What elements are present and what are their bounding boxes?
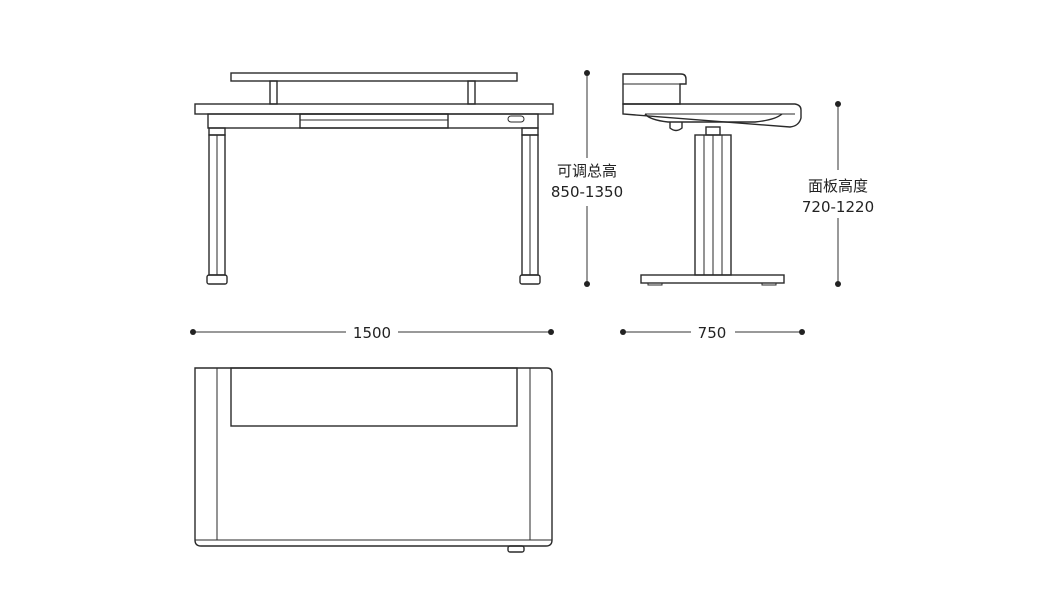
depth-label: 750 <box>698 324 727 342</box>
side-column-cap <box>705 126 721 136</box>
width-dot-left <box>190 329 196 335</box>
side-view <box>622 73 802 286</box>
side-base-pad-left <box>647 282 663 286</box>
total-height-range: 850-1350 <box>551 183 623 201</box>
front-frame-rail <box>207 113 539 129</box>
front-control-panel <box>507 115 525 123</box>
total-height-label-bg <box>552 158 624 206</box>
depth-dimension: 750 <box>620 320 805 342</box>
front-shelf-post-left <box>269 80 278 105</box>
front-shelf-post-right <box>467 80 476 105</box>
side-desktop <box>622 103 802 128</box>
side-base-pad-right <box>761 282 777 286</box>
width-label-bg <box>346 320 398 342</box>
width-dimension: 1500 <box>190 320 554 342</box>
top-control-panel <box>507 545 525 553</box>
side-knob <box>669 122 683 132</box>
front-drawer <box>299 113 449 129</box>
front-desktop <box>194 103 554 115</box>
top-shelf <box>230 367 518 427</box>
front-leg-joint-left <box>208 127 226 136</box>
panel-height-label-bg <box>801 170 875 218</box>
depth-dot-right <box>799 329 805 335</box>
panel-height-dimension: 面板高度 720-1220 <box>801 101 875 287</box>
total-height-dimension: 可调总高 850-1350 <box>551 70 624 287</box>
front-foot-right <box>519 274 541 285</box>
front-view <box>194 72 554 285</box>
panel-height-dot-bottom <box>835 281 841 287</box>
top-desktop <box>194 367 553 547</box>
width-label: 1500 <box>353 324 391 342</box>
front-shelf <box>230 72 518 82</box>
side-shelf <box>622 73 687 105</box>
depth-label-bg <box>691 320 735 342</box>
panel-height-label: 面板高度 <box>808 177 868 195</box>
panel-height-dot-top <box>835 101 841 107</box>
side-base <box>640 274 785 284</box>
front-leg-joint-right <box>521 127 539 136</box>
total-height-label: 可调总高 <box>557 162 617 180</box>
top-view <box>194 367 553 553</box>
front-foot-left <box>206 274 228 285</box>
side-underframe <box>644 113 783 123</box>
depth-dot-left <box>620 329 626 335</box>
total-height-dot-bottom <box>584 281 590 287</box>
width-dot-right <box>548 329 554 335</box>
panel-height-range: 720-1220 <box>802 198 874 216</box>
total-height-dot-top <box>584 70 590 76</box>
